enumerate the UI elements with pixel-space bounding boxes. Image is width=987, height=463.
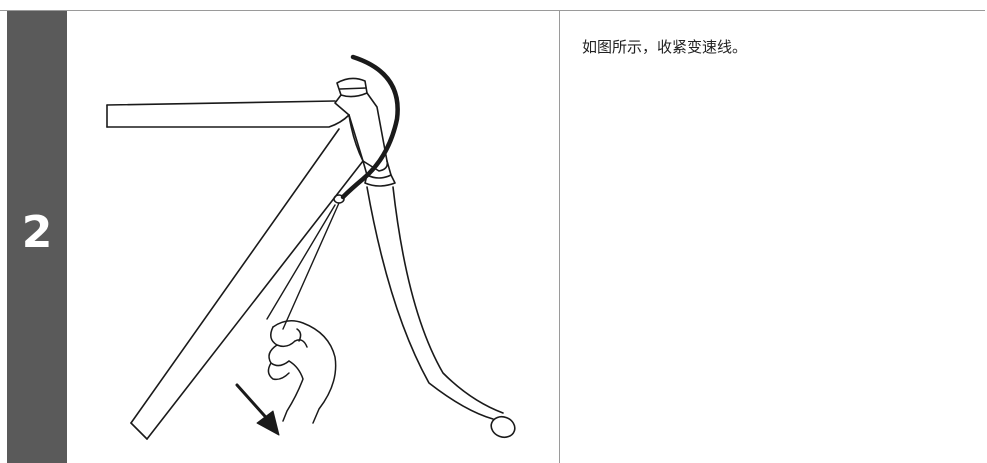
top-tube xyxy=(106,100,350,128)
pull-arrow-icon xyxy=(235,383,280,436)
shift-cable-icon xyxy=(266,202,340,330)
fork xyxy=(366,186,516,439)
step-number-column: 2 xyxy=(7,11,67,463)
frame-drawing xyxy=(106,54,516,440)
hand-icon xyxy=(267,320,337,424)
step-instruction: 如图所示，收紧变速线。 xyxy=(582,38,748,56)
head-tube xyxy=(334,77,396,187)
bicycle-frame-illustration xyxy=(67,11,557,463)
column-divider xyxy=(559,11,560,463)
down-tube xyxy=(130,114,364,440)
step-table: 2 xyxy=(0,10,985,463)
step-number: 2 xyxy=(21,207,53,258)
